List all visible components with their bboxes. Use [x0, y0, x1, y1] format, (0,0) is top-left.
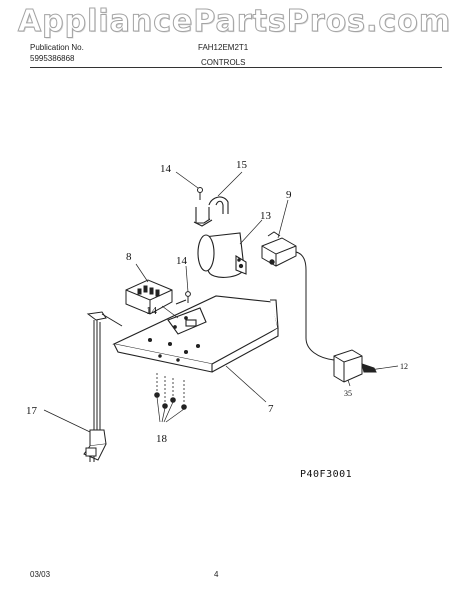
- section-title: CONTROLS: [201, 58, 246, 67]
- part-selector-switch: [125, 279, 173, 315]
- callout-35: 35: [344, 389, 352, 398]
- callout-9: 9: [286, 189, 292, 201]
- leader-lines: [43, 171, 399, 433]
- callout-14-top: 14: [160, 163, 172, 175]
- watermark-logo: AppliancePartsPros.com: [17, 4, 452, 40]
- callout-15: 15: [236, 159, 248, 171]
- callout-7: 7: [268, 403, 274, 415]
- callout-18: 18: [156, 433, 168, 445]
- callout-17: 17: [26, 405, 38, 417]
- publication-label: Publication No.: [30, 43, 84, 52]
- figure-code: P40F3001: [300, 469, 353, 480]
- part-thermistor-assembly: [333, 349, 377, 383]
- callout-14-left: 14: [146, 305, 158, 317]
- page-number: 4: [214, 570, 219, 579]
- part-power-cord: [83, 311, 123, 462]
- publication-number: 5995386868: [30, 54, 75, 63]
- model-number: FAH12EM2T1: [198, 43, 249, 52]
- part-mounting-screws: [154, 373, 187, 423]
- part-control-bracket: [112, 295, 279, 373]
- footer-date: 03/03: [30, 570, 51, 579]
- callout-13: 13: [260, 210, 272, 222]
- callout-8: 8: [126, 251, 132, 263]
- callout-14-middle: 14: [176, 255, 188, 267]
- part-capacitor: [197, 232, 247, 278]
- header-rule: [30, 67, 442, 68]
- screw-middle: [185, 291, 191, 303]
- part-thermostat: [261, 231, 335, 361]
- callout-12: 12: [400, 362, 408, 371]
- part-bracket-clamp: [193, 196, 229, 227]
- screw-top: [197, 187, 203, 200]
